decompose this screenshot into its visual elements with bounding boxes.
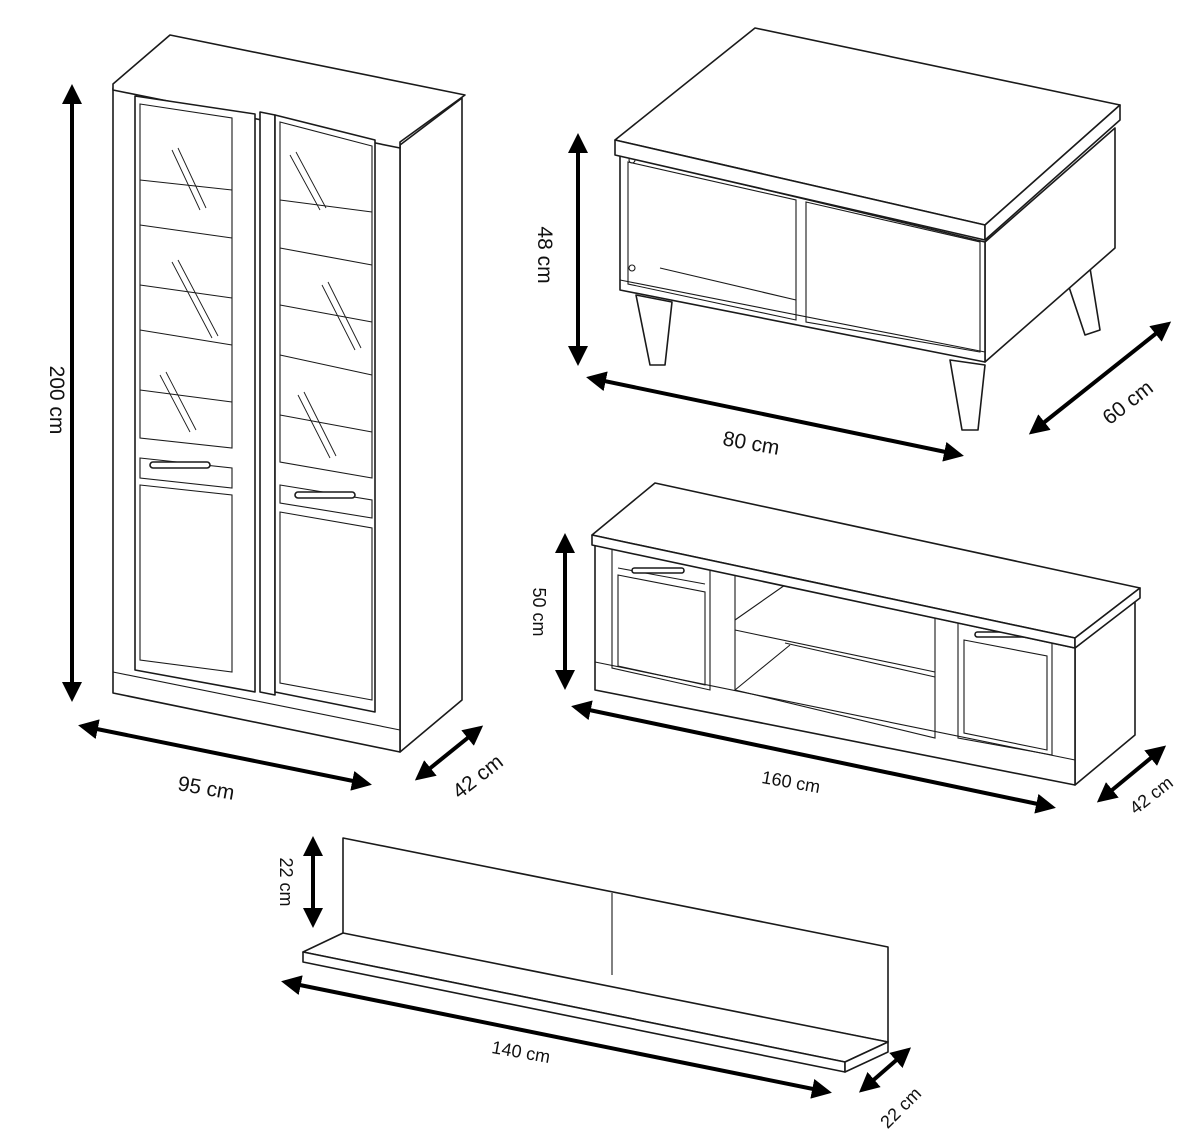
table-depth-label: 60 cm	[1098, 376, 1157, 429]
tv-width-label: 160 cm	[760, 767, 822, 797]
wall-shelf-dimensions: 22 cm 140 cm 22 cm	[276, 836, 925, 1132]
cabinet-width-label: 95 cm	[176, 772, 236, 805]
shelf-height-label: 22 cm	[276, 857, 296, 906]
display-cabinet	[112, 34, 466, 753]
cabinet-height-label: 200 cm	[45, 366, 68, 435]
handle-icon	[294, 491, 356, 499]
tv-stand	[591, 482, 1141, 786]
wall-shelf	[302, 837, 889, 1073]
handle-icon	[149, 461, 211, 469]
tv-depth-label: 42 cm	[1126, 772, 1177, 818]
handle-icon	[631, 567, 685, 574]
shelf-depth-label: 22 cm	[876, 1083, 925, 1132]
table-width-label: 80 cm	[721, 427, 781, 460]
tv-height-label: 50 cm	[529, 587, 549, 636]
coffee-table	[614, 27, 1121, 431]
cabinet-depth-label: 42 cm	[448, 750, 507, 803]
shelf-width-label: 140 cm	[490, 1037, 552, 1067]
coffee-table-dimensions: 48 cm 80 cm 60 cm	[533, 133, 1172, 462]
table-height-label: 48 cm	[533, 226, 556, 283]
